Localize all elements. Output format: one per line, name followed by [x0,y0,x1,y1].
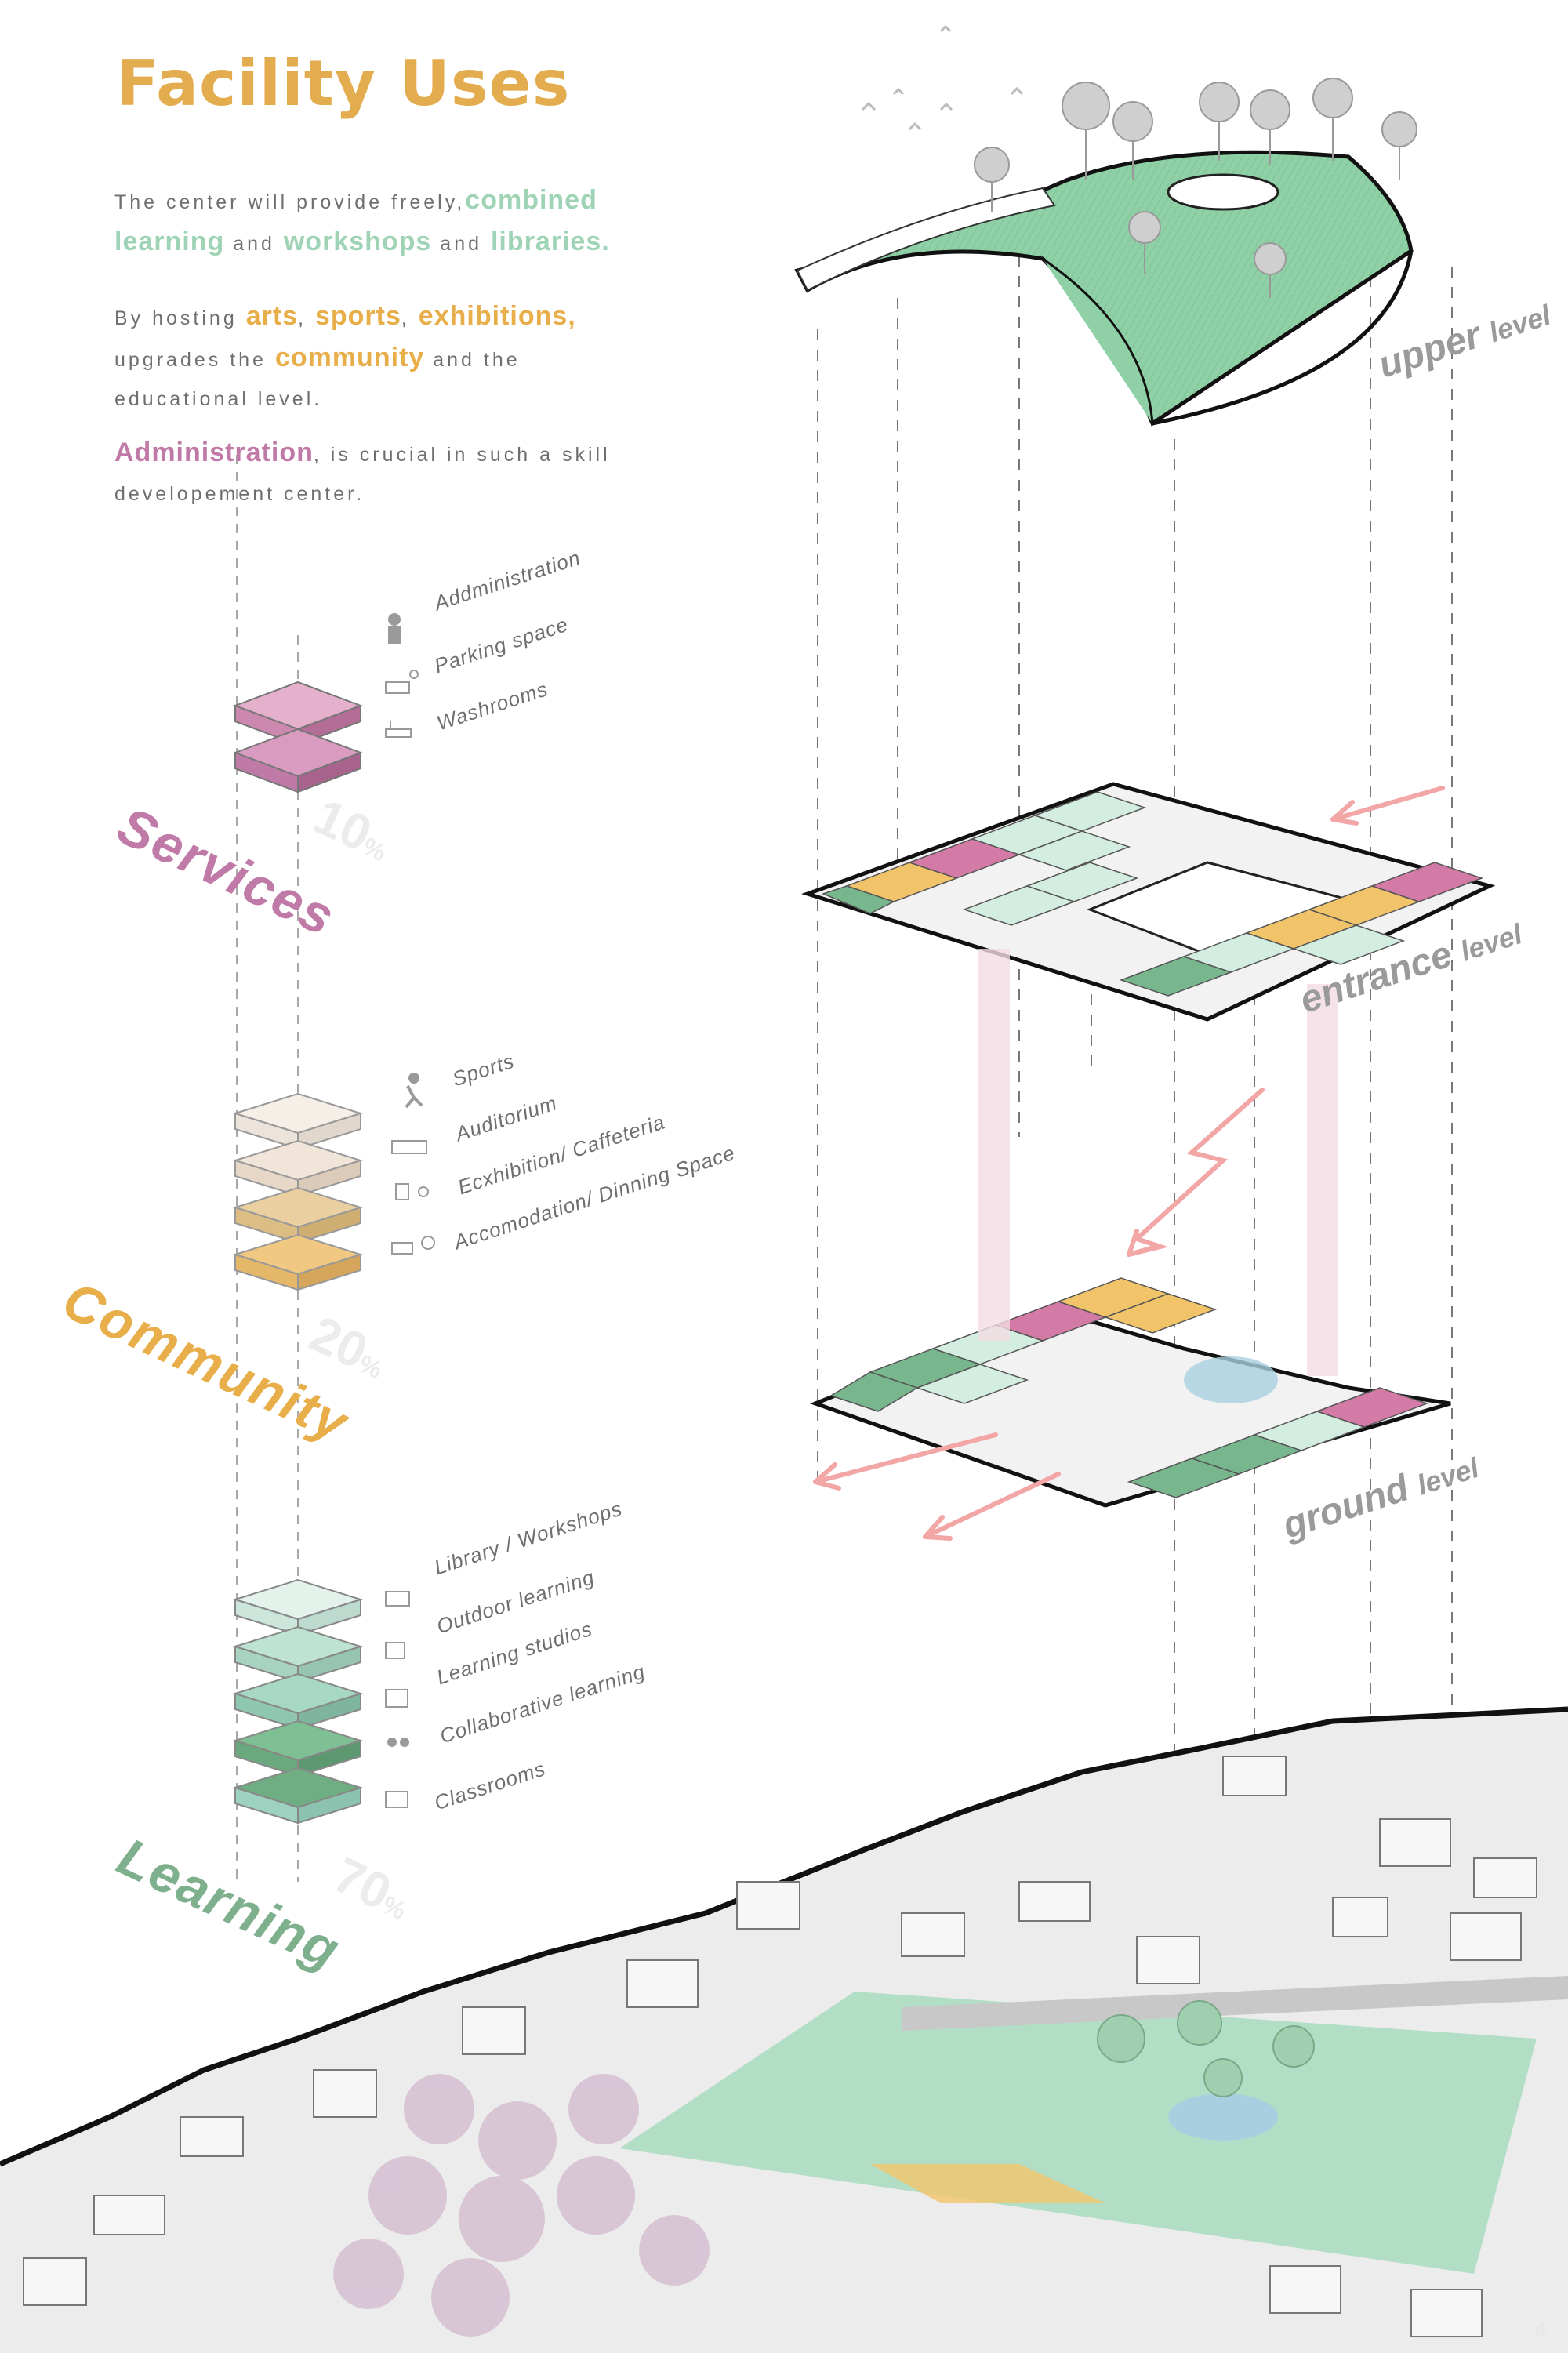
highlight-word: libraries. [490,227,610,256]
auditorium-icon [391,1140,427,1154]
flow-arrows [813,786,1445,1541]
intro-paragraph-1: The center will provide freely,combined … [114,180,648,263]
vertical-circulation [978,949,1338,1376]
intro-text: , [401,307,419,329]
collaborative-learning-icon [387,1738,409,1747]
roof-trees [974,78,1417,298]
sports-icon [405,1073,423,1109]
legend-icons [385,613,435,1808]
library-icon [385,1591,410,1607]
highlight-word: learning [114,227,225,256]
learning-blocks [232,1578,364,1825]
outdoor-learning-icon [385,1642,405,1659]
community-blocks [232,1092,364,1291]
intro-text: By hosting [114,307,246,329]
entrance-level-slab [801,782,1496,1022]
classrooms-icon [385,1791,408,1808]
washroom-icon [385,721,412,738]
highlight-word: Administration [114,438,314,467]
upper-level-roof [794,150,1414,427]
highlight-word: exhibitions, [418,301,576,331]
exhibition-icon [395,1183,429,1200]
highlight-word: workshops [283,227,432,256]
accommodation-icon [391,1236,435,1255]
administration-icon [388,613,401,644]
intro-text: , is crucial in such a skill developemen… [114,444,611,505]
page-number: 4 [1534,2317,1548,2343]
intro-text: and the educational level. [114,349,521,410]
site-buildings [23,1756,1537,2337]
park-palms [1097,2000,1315,2097]
services-blocks [233,681,363,793]
highlight-word: arts [245,301,299,331]
ground-level-slab [809,1277,1451,1508]
learning-studios-icon [385,1689,408,1708]
birds [861,24,1024,131]
intro-paragraph-2: By hosting arts, sports, exhibitions, up… [114,296,648,419]
highlight-word: community [274,343,425,372]
intro-text: , [298,307,315,329]
intro-text: and [224,233,284,255]
intro-text: and [431,233,491,255]
intro-paragraph-3: Administration, is crucial in such a ski… [114,433,648,514]
intro-text: upgrades the [114,349,275,371]
axon-guide-lines [817,235,1453,1850]
intro-text: The center will provide freely, [114,191,466,213]
parking-icon [385,670,419,694]
page-title: Facility Uses [116,47,571,120]
site-trees [333,2074,710,2337]
highlight-word: sports [314,301,401,331]
site-base [0,1706,1568,2353]
highlight-word: combined [465,185,597,215]
